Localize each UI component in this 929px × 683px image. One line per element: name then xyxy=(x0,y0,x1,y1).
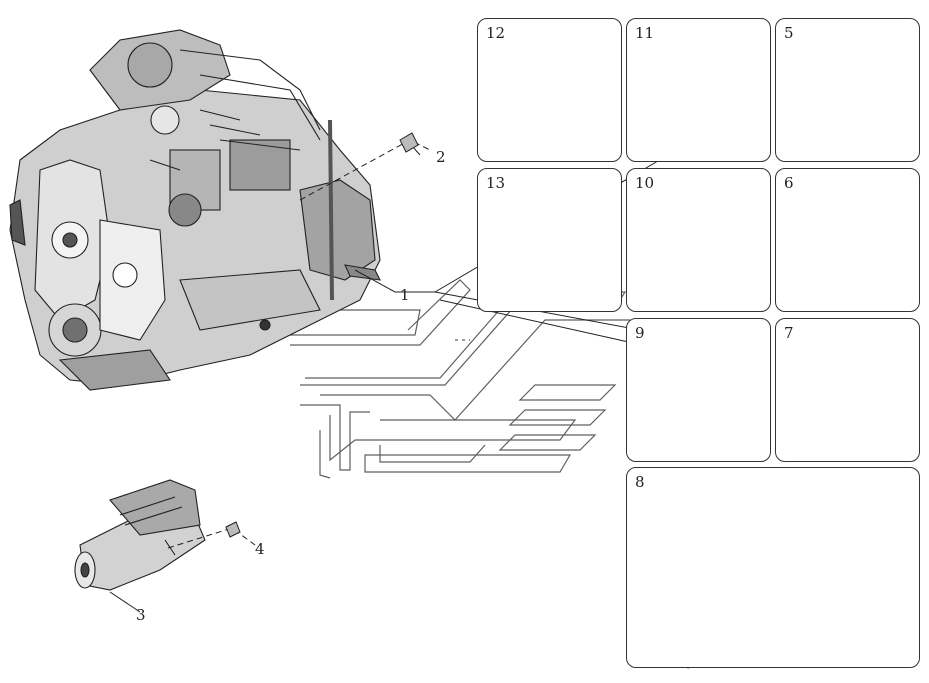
panel-8-number: 8 xyxy=(635,473,645,491)
panel-11[interactable]: 11 xyxy=(626,18,771,162)
panel-7[interactable]: 7 xyxy=(775,318,920,462)
panel-12-number: 12 xyxy=(486,24,506,42)
panel-6[interactable]: 6 xyxy=(775,168,920,312)
panel-7-number: 7 xyxy=(784,324,794,342)
starter-motor-illustration xyxy=(74,479,206,591)
callout-3: 3 xyxy=(136,606,146,624)
panel-8[interactable]: 8 xyxy=(626,467,920,668)
panel-6-number: 6 xyxy=(784,174,794,192)
panel-12[interactable]: 12 xyxy=(477,18,622,162)
panel-13-number: 13 xyxy=(486,174,506,192)
watermark-logo xyxy=(284,279,630,479)
panel-9-number: 9 xyxy=(635,324,645,342)
panel-13[interactable]: 13 xyxy=(477,168,622,312)
panel-10[interactable]: 10 xyxy=(626,168,771,312)
panel-5-number: 5 xyxy=(784,24,794,42)
panel-9[interactable]: 9 xyxy=(626,318,771,462)
callout-1: 1 xyxy=(400,286,410,304)
panel-11-number: 11 xyxy=(635,24,655,42)
bolt-illustrations xyxy=(225,132,419,538)
panel-10-number: 10 xyxy=(635,174,655,192)
callout-2: 2 xyxy=(436,148,446,166)
engine-illustration xyxy=(9,29,381,391)
panel-5[interactable]: 5 xyxy=(775,18,920,162)
callout-4: 4 xyxy=(255,540,265,558)
